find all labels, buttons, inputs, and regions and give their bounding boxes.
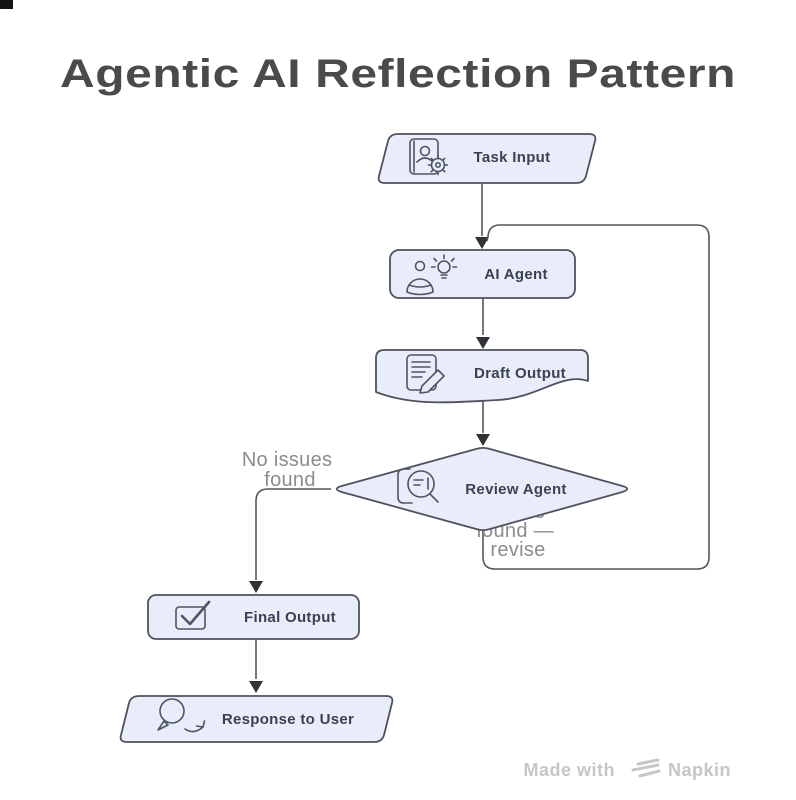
node-label-task-input: Task Input [474,149,551,166]
person-lightbulb-icon [406,254,458,296]
node-label-review-agent: Review Agent [465,481,566,498]
watermark: Made with Napkin [523,758,731,780]
document-pencil-icon [406,354,445,394]
node-label-response-to-user: Response to User [222,711,354,728]
magnifier-document-icon [397,468,439,504]
node-review-agent: Review Agent [335,446,629,532]
node-label-ai-agent: AI Agent [484,266,548,283]
node-task-input: Task Input [377,133,597,184]
screen-corner-artifact [0,0,13,9]
page-title: Agentic AI Reflection Pattern [60,52,736,96]
edge-task-to-agent [475,183,489,249]
edge-draft-to-review [476,401,490,446]
document-person-gear-icon [409,138,449,176]
checkbox-check-icon [175,600,211,630]
napkin-logo-icon [631,758,661,778]
edge-agent-to-draft [476,298,490,349]
edge-review-to-agent-loop [482,224,710,570]
node-ai-agent: AI Agent [389,249,576,299]
node-draft-output: Draft Output [375,349,589,404]
watermark-prefix: Made with [523,760,615,780]
node-label-draft-output: Draft Output [474,365,566,382]
edge-review-to-final [249,488,331,593]
speech-bubble-reply-icon [157,698,206,733]
node-final-output: Final Output [147,594,360,640]
edge-label-no-issues: No issues found [242,449,338,491]
edge-final-to-response [249,639,263,693]
node-response-to-user: Response to User [119,695,394,743]
watermark-brand: Napkin [668,760,731,780]
node-label-final-output: Final Output [244,609,336,626]
